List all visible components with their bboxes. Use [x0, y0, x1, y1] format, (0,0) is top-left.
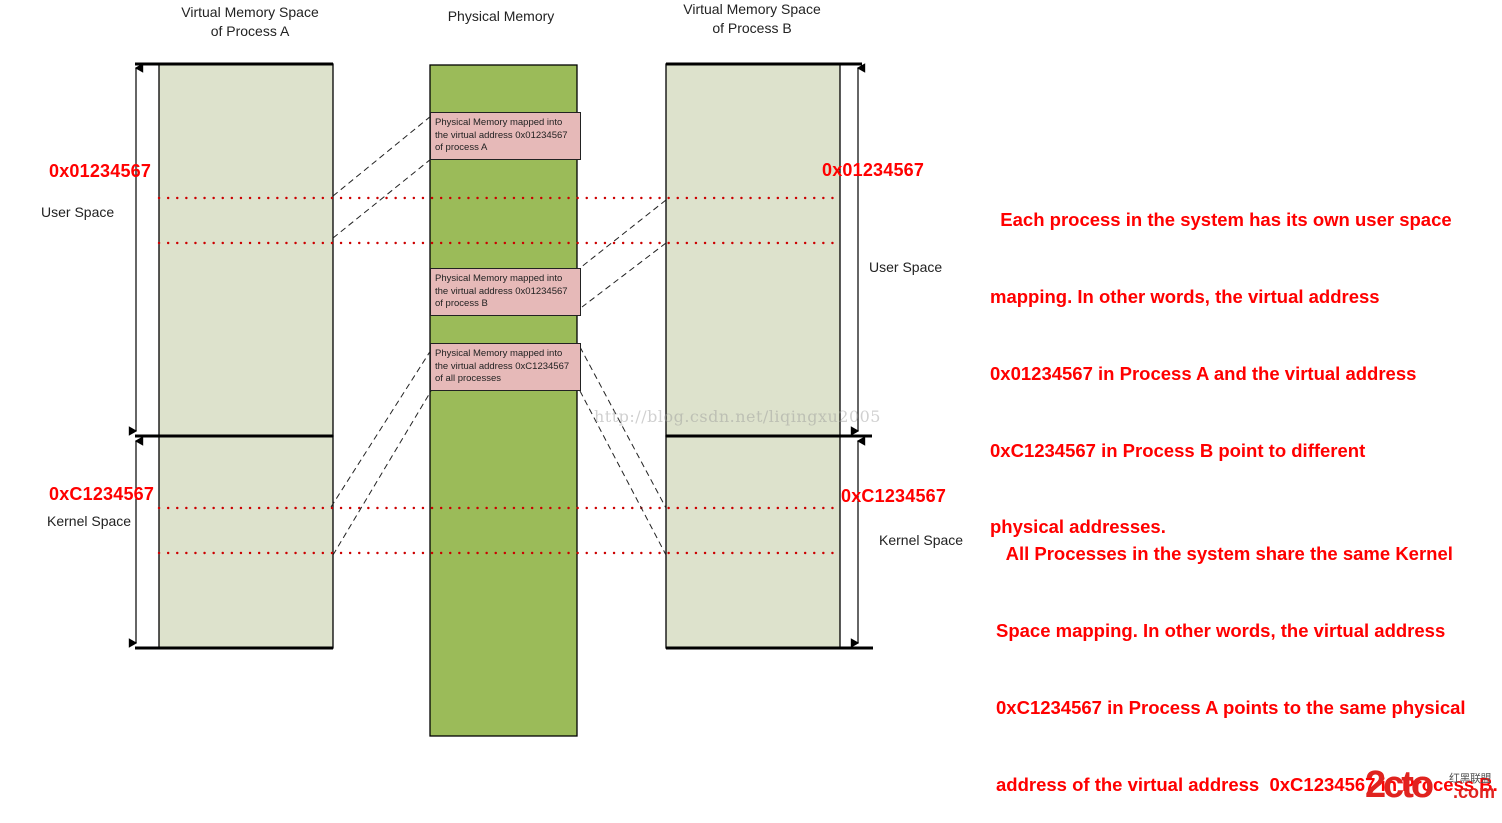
- note-line: address of the virtual address 0xC123456…: [996, 773, 1498, 795]
- process-b-user-address: 0x01234567: [822, 160, 925, 180]
- kernel-space-note: All Processes in the system share the sa…: [996, 490, 1498, 823]
- physical-memory-header: Physical Memory: [447, 8, 555, 24]
- physical-region-process-a: Physical Memory mapped into the virtual …: [430, 112, 581, 160]
- process-a-header-line2: of Process A: [210, 23, 290, 39]
- note-line: All Processes in the system share the sa…: [996, 543, 1453, 565]
- note-line: physical addresses.: [990, 516, 1166, 538]
- region-text: of all processes: [435, 373, 502, 385]
- region-text: the virtual address 0x01234567: [435, 129, 568, 141]
- process-b-header-line1: Virtual Memory Space: [683, 1, 821, 17]
- note-line: 0x01234567 in Process A and the virtual …: [990, 362, 1417, 384]
- physical-region-kernel-shared: Physical Memory mapped into the virtual …: [430, 343, 581, 391]
- process-b-user-space-label: User Space: [869, 259, 943, 275]
- physical-memory-column: [429, 64, 578, 737]
- region-text: the virtual address 0xC1234567: [435, 360, 570, 372]
- logo-cn-text: 红黑联盟: [1449, 773, 1492, 785]
- watermark-text: http://blog.csdn.net/liqingxu2005: [594, 407, 881, 426]
- user-space-note: Each process in the system has its own u…: [990, 156, 1452, 566]
- mapping-line-a-user-bottom: [332, 158, 432, 239]
- process-a-kernel-space-block: [158, 435, 334, 649]
- process-a-user-space-block: [158, 63, 334, 437]
- mapping-line-a-kernel-bottom: [332, 390, 432, 556]
- process-a-header: Virtual Memory Space of Process A: [160, 3, 340, 41]
- mapping-line-b-user-top: [579, 199, 667, 269]
- note-line: mapping. In other words, the virtual add…: [990, 285, 1380, 307]
- region-text: of process B: [435, 298, 488, 310]
- note-line: 0xC1234567 in Process B point to differe…: [990, 439, 1366, 461]
- process-b-header-line2: of Process B: [712, 20, 792, 36]
- process-b-kernel-space-label: Kernel Space: [879, 532, 964, 548]
- process-b-header: Virtual Memory Space of Process B: [662, 0, 842, 38]
- process-a-user-address: 0x01234567: [49, 161, 152, 181]
- process-b-kernel-space-block: [665, 435, 841, 649]
- region-text: the virtual address 0x01234567: [435, 285, 568, 297]
- note-line: Space mapping. In other words, the virtu…: [996, 619, 1446, 641]
- mapping-line-b-kernel-top: [579, 346, 667, 509]
- process-a-header-line1: Virtual Memory Space: [181, 4, 319, 20]
- process-a-kernel-address: 0xC1234567: [49, 484, 155, 504]
- mapping-line-a-user-top: [332, 115, 432, 197]
- note-line: 0xC1234567 in Process A points to the sa…: [996, 696, 1466, 718]
- mapping-line-a-kernel-top: [330, 349, 432, 508]
- note-line: Each process in the system has its own u…: [990, 209, 1452, 231]
- physical-region-process-b: Physical Memory mapped into the virtual …: [430, 268, 581, 316]
- region-text: Physical Memory mapped into: [435, 348, 563, 359]
- process-a-kernel-space-label: Kernel Space: [47, 513, 132, 529]
- process-b-kernel-address: 0xC1234567: [841, 486, 947, 506]
- mapping-line-b-user-bottom: [581, 242, 667, 308]
- region-text: Physical Memory mapped into: [435, 273, 563, 284]
- logo-com-text: .com: [1453, 782, 1496, 802]
- process-a-user-space-label: User Space: [41, 204, 115, 220]
- region-text: Physical Memory mapped into: [435, 117, 563, 128]
- region-text: of process A: [435, 142, 488, 154]
- process-b-user-space-block: [665, 63, 841, 437]
- logo-main-text: 2cto: [1365, 764, 1434, 806]
- mapping-line-b-kernel-bottom: [579, 390, 667, 556]
- site-logo: 2cto 红黑联盟 .com: [1365, 764, 1501, 806]
